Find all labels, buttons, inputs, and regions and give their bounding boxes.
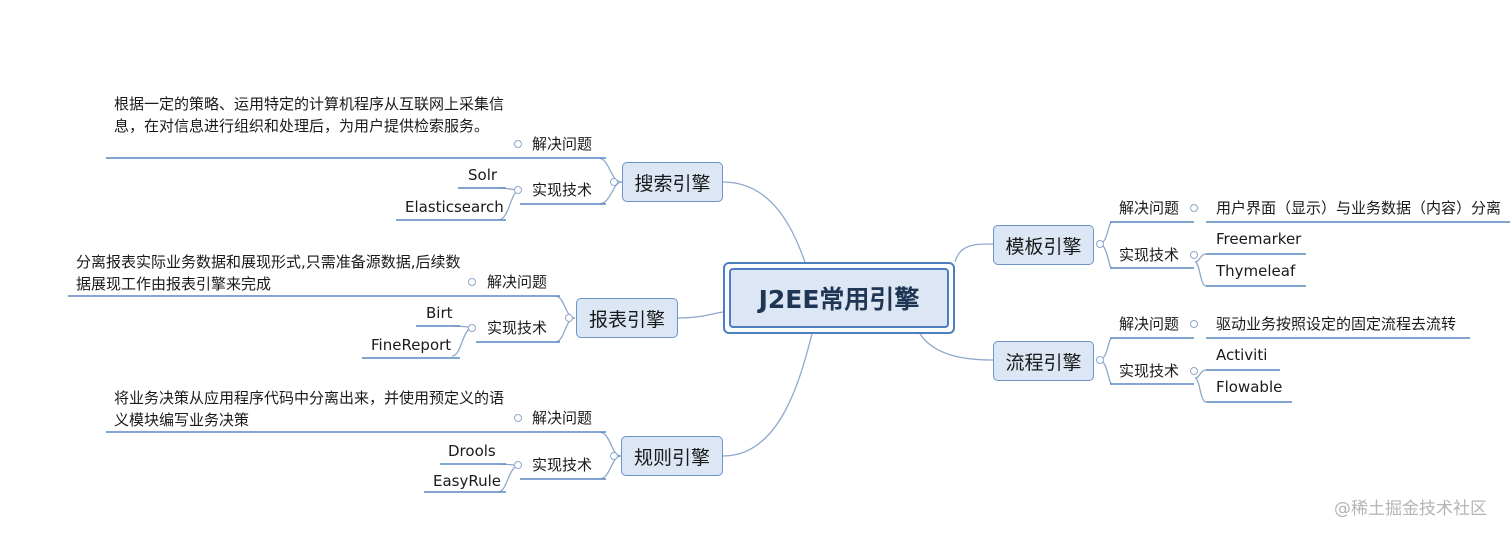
rule-tech-label[interactable]: 实现技术 bbox=[532, 456, 593, 474]
template-problem-label[interactable]: 解决问题 bbox=[1119, 199, 1180, 217]
root-title: J2EE常用引擎 bbox=[729, 268, 949, 328]
collapse-knob-icon[interactable] bbox=[468, 278, 476, 286]
process-tech-item[interactable]: Flowable bbox=[1216, 378, 1283, 396]
rule-problem-label[interactable]: 解决问题 bbox=[532, 409, 593, 427]
collapse-knob-icon[interactable] bbox=[1190, 320, 1198, 328]
report-tech-item[interactable]: FineReport bbox=[371, 336, 452, 354]
collapse-knob-icon[interactable] bbox=[565, 314, 573, 322]
rule-problem-text[interactable]: 将业务决策从应用程序代码中分离出来，并使用预定义的语义模块编写业务决策 bbox=[114, 389, 505, 429]
collapse-knob-icon[interactable] bbox=[514, 186, 522, 194]
collapse-knob-icon[interactable] bbox=[1190, 367, 1198, 375]
report-tech-item[interactable]: Birt bbox=[426, 304, 453, 322]
process-tech-item[interactable]: Activiti bbox=[1216, 346, 1268, 364]
template-tech-item[interactable]: Freemarker bbox=[1216, 230, 1302, 248]
collapse-knob-icon[interactable] bbox=[514, 414, 522, 422]
process-tech-label[interactable]: 实现技术 bbox=[1119, 362, 1180, 380]
collapse-knob-icon[interactable] bbox=[514, 461, 522, 469]
branch-template-engine[interactable]: 模板引擎 bbox=[993, 225, 1094, 265]
report-tech-label[interactable]: 实现技术 bbox=[487, 319, 548, 337]
collapse-knob-icon[interactable] bbox=[514, 140, 522, 148]
search-tech-item[interactable]: Elasticsearch bbox=[405, 198, 504, 216]
branch-report-engine[interactable]: 报表引擎 bbox=[576, 298, 678, 338]
branch-search-engine[interactable]: 搜索引擎 bbox=[622, 162, 723, 202]
search-tech-item[interactable]: Solr bbox=[468, 166, 498, 184]
process-problem-label[interactable]: 解决问题 bbox=[1119, 315, 1180, 333]
template-problem-text[interactable]: 用户界面（显示）与业务数据（内容）分离 bbox=[1216, 199, 1502, 217]
collapse-knob-icon[interactable] bbox=[1190, 251, 1198, 259]
template-tech-item[interactable]: Thymeleaf bbox=[1216, 262, 1296, 280]
rule-tech-item[interactable]: EasyRule bbox=[433, 472, 502, 490]
report-problem-label[interactable]: 解决问题 bbox=[487, 273, 548, 291]
template-tech-label[interactable]: 实现技术 bbox=[1119, 246, 1180, 264]
collapse-knob-icon[interactable] bbox=[1096, 240, 1104, 248]
collapse-knob-icon[interactable] bbox=[610, 178, 618, 186]
rule-tech-item[interactable]: Drools bbox=[448, 442, 496, 460]
root-node[interactable]: J2EE常用引擎 bbox=[723, 262, 955, 334]
search-tech-label[interactable]: 实现技术 bbox=[532, 181, 593, 199]
branch-rule-engine[interactable]: 规则引擎 bbox=[621, 436, 723, 476]
collapse-knob-icon[interactable] bbox=[610, 452, 618, 460]
watermark: @稀土掘金技术社区 bbox=[1334, 499, 1487, 519]
process-problem-text[interactable]: 驱动业务按照设定的固定流程去流转 bbox=[1216, 315, 1457, 333]
search-problem-text[interactable]: 根据一定的策略、运用特定的计算机程序从互联网上采集信息，在对信息进行组织和处理后… bbox=[114, 95, 505, 135]
collapse-knob-icon[interactable] bbox=[1190, 204, 1198, 212]
collapse-knob-icon[interactable] bbox=[1096, 356, 1104, 364]
report-problem-text[interactable]: 分离报表实际业务数据和展现形式,只需准备源数据,后续数据展现工作由报表引擎来完成 bbox=[76, 253, 461, 293]
branch-process-engine[interactable]: 流程引擎 bbox=[993, 341, 1094, 381]
collapse-knob-icon[interactable] bbox=[468, 324, 476, 332]
search-problem-label[interactable]: 解决问题 bbox=[532, 135, 593, 153]
